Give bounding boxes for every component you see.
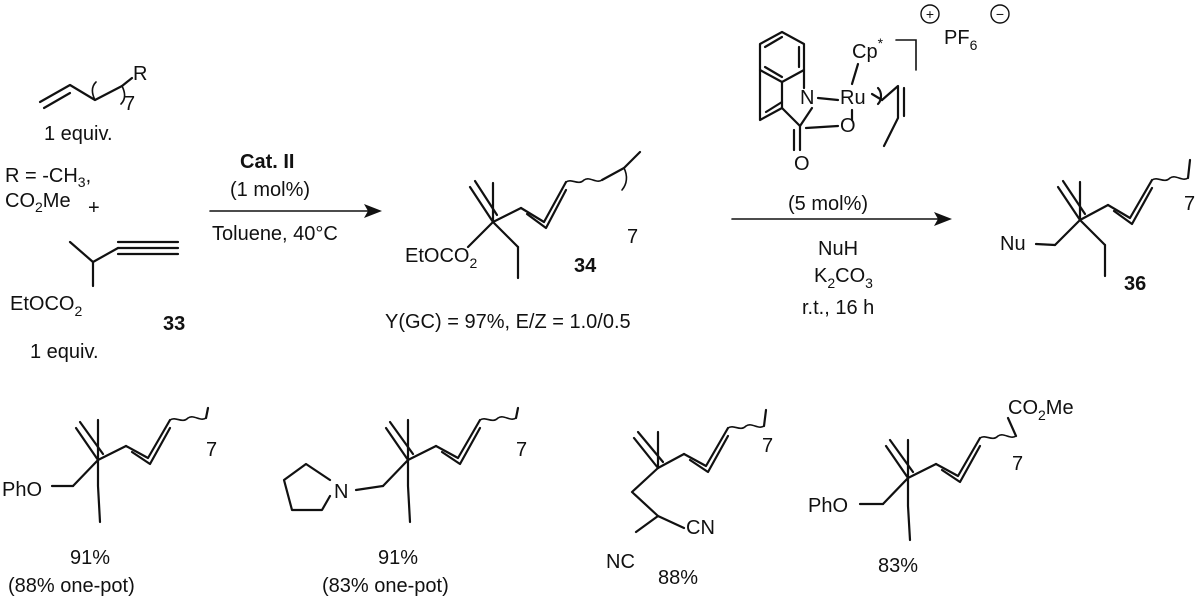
charge-plus: +: [926, 6, 934, 22]
example-1-yield: 91%: [70, 547, 110, 569]
compound-36-number: 36: [1124, 273, 1146, 295]
time-label: r.t., 16 h: [802, 297, 874, 319]
intermediate-yield: Y(GC) = 97%, E/Z = 1.0/0.5: [385, 311, 631, 333]
step1-arrow: Cat. II (1 mol%) Toluene, 40°C: [209, 151, 382, 245]
example-2-yield-onepot: (83% one-pot): [322, 575, 449, 597]
alkene-repeat-label: 7: [124, 93, 135, 115]
example-3-cn1: CN: [686, 517, 715, 539]
alkene-r-label: R: [133, 63, 147, 85]
nucleophile-label: NuH: [818, 238, 858, 260]
plus-sign: +: [88, 197, 100, 219]
catalyst-label: Cat. II: [240, 151, 294, 173]
step2-arrow: (5 mol%) NuH K2CO3 r.t., 16 h: [731, 193, 952, 319]
product-nu-label: Nu: [1000, 233, 1026, 255]
r-definition-2: CO2Me: [5, 190, 71, 215]
step1-conditions: Toluene, 40°C: [212, 223, 338, 245]
pf6-label: PF6: [944, 27, 978, 53]
example-2-yield: 91%: [378, 547, 418, 569]
intermediate-34: 7 EtOCO2 34: [405, 150, 642, 280]
ruthenium-catalyst: N O O Ru Cp* + PF6 −: [758, 4, 1010, 175]
example-3: 7 CN NC 88%: [606, 408, 773, 589]
example-4-ester: CO2Me: [1008, 397, 1074, 423]
cp-label: Cp*: [852, 35, 884, 63]
example-3-cn2: NC: [606, 551, 635, 573]
example-2: 7 N 91% (83% one-pot): [282, 406, 527, 597]
quinoline-n-label: N: [800, 87, 814, 109]
product-repeat: 7: [1184, 193, 1195, 215]
example-4-group: PhO: [808, 495, 848, 517]
example-4-yield: 83%: [878, 555, 918, 577]
carbonyl-o-label: O: [794, 153, 810, 175]
example-1-yield-onepot: (88% one-pot): [8, 575, 135, 597]
example-3-repeat: 7: [762, 435, 773, 457]
product-36: 7 Nu 36: [1000, 158, 1195, 295]
alkyne-equiv-label: 1 equiv.: [30, 341, 99, 363]
alkyne-ester-label: EtOCO2: [10, 293, 82, 319]
example-4-repeat: 7: [1012, 453, 1023, 475]
example-2-repeat: 7: [516, 439, 527, 461]
intermediate-repeat: 7: [627, 226, 638, 248]
alkene-equiv-label: 1 equiv.: [44, 123, 113, 145]
example-2-group: N: [334, 481, 348, 503]
r-definition-1: R = -CH3,: [5, 165, 91, 190]
catalyst-loading: (1 mol%): [230, 179, 310, 201]
base-label: K2CO3: [814, 265, 873, 291]
example-1-repeat: 7: [206, 439, 217, 461]
example-1-group: PhO: [2, 479, 42, 501]
alkene-reactant: R 7: [38, 63, 147, 115]
carboxylate-o-label: O: [840, 115, 856, 137]
example-1: 7 PhO 91% (88% one-pot): [2, 406, 217, 597]
charge-minus: −: [996, 6, 1004, 22]
example-4: 7 CO2Me PhO 83%: [808, 397, 1074, 577]
ru-label: Ru: [840, 87, 866, 109]
ru-loading: (5 mol%): [788, 193, 868, 215]
intermediate-ester-label: EtOCO2: [405, 245, 477, 271]
example-3-yield: 88%: [658, 567, 698, 589]
compound-34-number: 34: [574, 255, 597, 277]
compound-33-number: 33: [163, 313, 185, 335]
alkyne-reactant-33: EtOCO2 33: [10, 240, 185, 335]
